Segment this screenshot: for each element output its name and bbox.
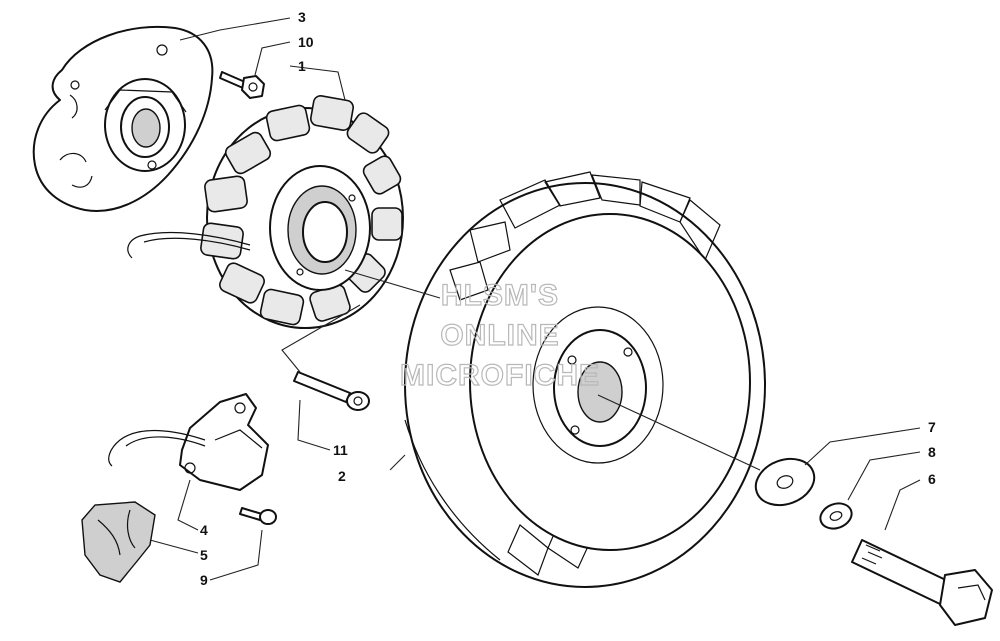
callout-7: 7 xyxy=(928,419,936,435)
callout-5: 5 xyxy=(200,547,208,563)
part-6-bolt xyxy=(851,539,993,626)
callout-11: 11 xyxy=(333,442,348,458)
part-10-bolt xyxy=(219,71,265,99)
part-7-washer xyxy=(754,457,816,507)
part-8-lock-washer xyxy=(819,502,853,530)
callout-9: 9 xyxy=(200,572,208,588)
callout-4: 4 xyxy=(200,522,208,538)
part-9-screw xyxy=(239,507,277,525)
callout-10: 10 xyxy=(298,34,314,50)
callout-2: 2 xyxy=(338,468,346,484)
part-3-backing-plate xyxy=(32,25,214,212)
watermark-line-2: ONLINE xyxy=(440,319,559,352)
callout-3: 3 xyxy=(298,9,306,25)
part-5-spacer xyxy=(81,501,156,583)
callout-6: 6 xyxy=(928,471,936,487)
leader-lines xyxy=(149,17,921,581)
part-11-screw xyxy=(293,371,370,411)
callout-8: 8 xyxy=(928,444,936,460)
watermark-line-1: HLSM'S xyxy=(441,279,559,312)
callout-1: 1 xyxy=(298,58,306,74)
watermark-line-3: MICROFICHE xyxy=(400,359,600,392)
part-2-flywheel xyxy=(404,171,766,588)
part-4-trigger-coil xyxy=(108,393,269,491)
